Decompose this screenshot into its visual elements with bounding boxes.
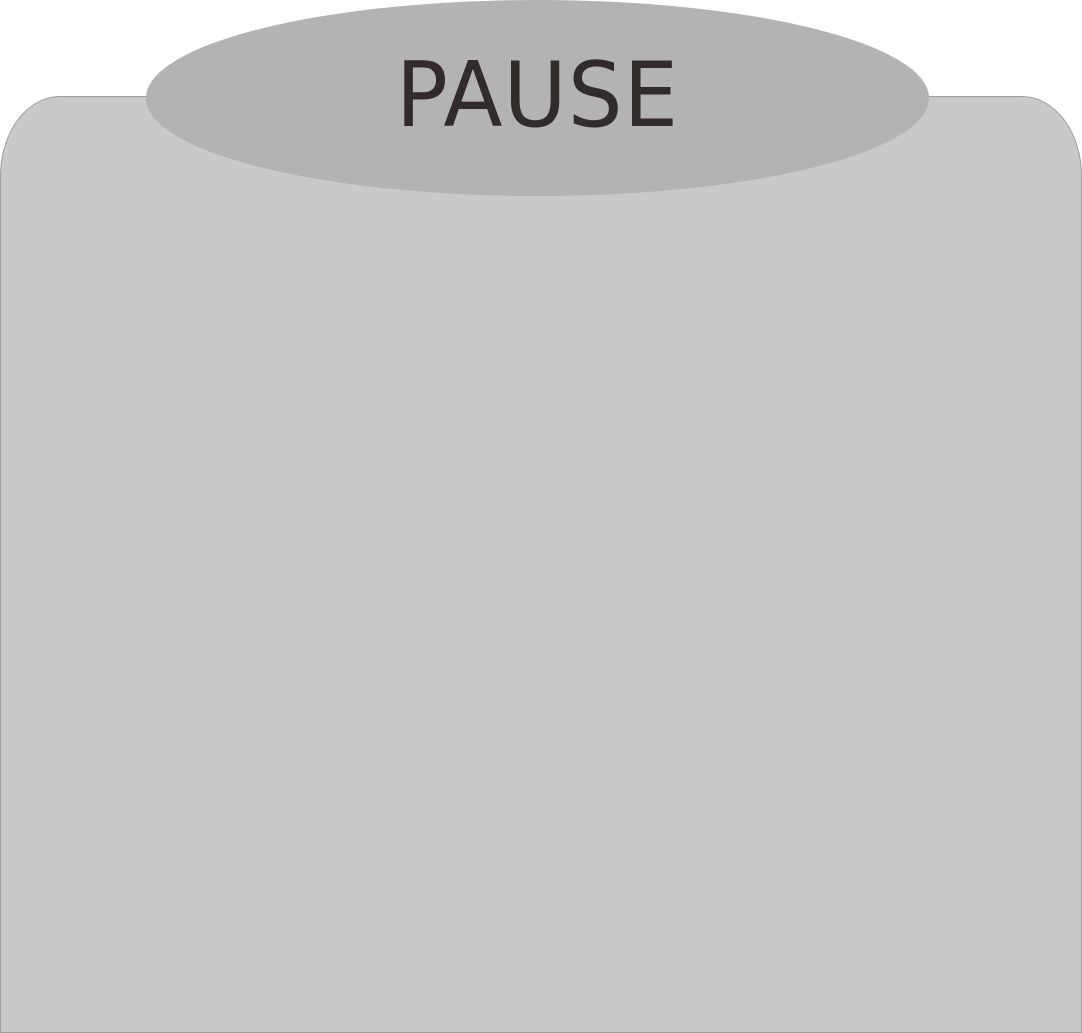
pause-header-banner: PAUSE: [146, 0, 929, 196]
pause-title: PAUSE: [395, 43, 680, 148]
pause-menu-panel: [0, 96, 1082, 1033]
